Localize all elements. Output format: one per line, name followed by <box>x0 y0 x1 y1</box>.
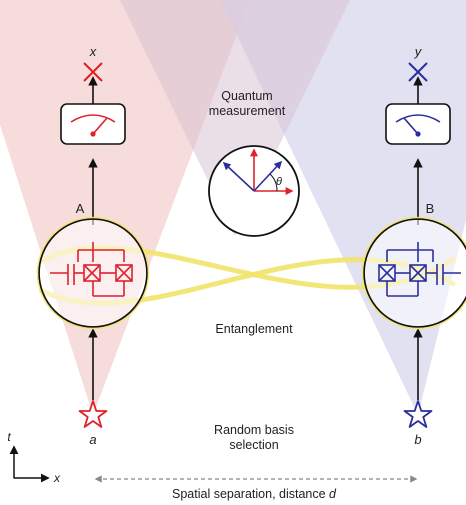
output-cross-x-icon <box>83 62 103 82</box>
qubit-circuit-b-icon <box>378 242 461 297</box>
axis-x-label: x <box>53 471 61 485</box>
angle-theta-label: θ <box>276 176 282 188</box>
star-a-icon <box>78 400 108 428</box>
output-label-y: y <box>414 44 423 59</box>
qubit-circuit-a-icon <box>50 242 133 297</box>
qubit-node-a <box>36 216 150 330</box>
node-label-a: A <box>76 201 85 216</box>
basis-vectors-icon <box>222 148 294 195</box>
entanglement-label: Entanglement <box>215 322 293 336</box>
input-label-a: a <box>89 432 96 447</box>
distance-symbol: d <box>329 487 337 501</box>
light-cone-overlap <box>120 0 350 236</box>
input-label-b: b <box>414 432 421 447</box>
spatial-separation-label: Spatial separation, distance d <box>172 487 337 501</box>
meter-a-icon <box>60 103 126 145</box>
output-label-x: x <box>89 44 97 59</box>
axis-t-label: t <box>7 430 11 444</box>
random-basis-label-line2: selection <box>229 438 278 452</box>
axes-icon <box>9 445 50 483</box>
quantum-measurement-label-line1: Quantum <box>221 89 272 103</box>
star-b-icon <box>403 400 433 428</box>
meter-b-icon <box>385 103 451 145</box>
measurement-basis-circle <box>208 145 300 237</box>
quantum-measurement-label-line2: measurement <box>209 104 286 118</box>
output-cross-y-icon <box>408 62 428 82</box>
node-label-b: B <box>426 201 435 216</box>
spatial-separation-text: Spatial separation, distance <box>172 487 329 501</box>
qubit-node-b <box>361 216 466 330</box>
random-basis-label-line1: Random basis <box>214 423 294 437</box>
